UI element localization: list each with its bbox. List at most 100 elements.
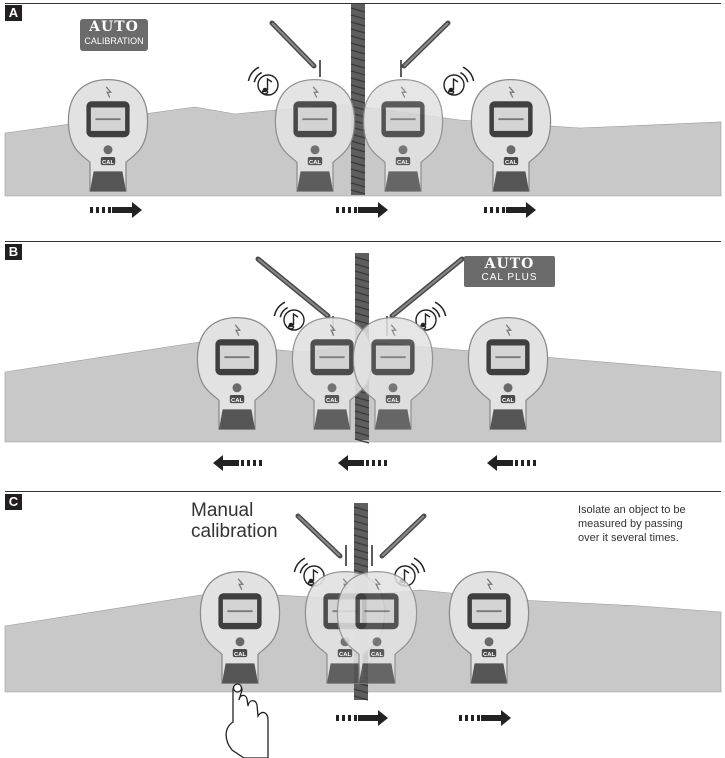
arrow-dash xyxy=(253,460,256,466)
cal-button xyxy=(337,649,353,658)
cal-button xyxy=(395,157,411,166)
arrow-dash xyxy=(108,207,111,213)
cal-button xyxy=(232,649,248,658)
arrow-dash xyxy=(521,460,524,466)
motion-arrow-icon xyxy=(484,202,536,218)
device-grip xyxy=(385,171,421,192)
arrow-dash xyxy=(502,207,505,213)
power-button xyxy=(103,145,113,155)
rebar-rib xyxy=(350,56,366,62)
arrow-shaft xyxy=(481,715,501,721)
logo-bolt-icon xyxy=(237,578,245,590)
power-button xyxy=(398,145,408,155)
note-head xyxy=(448,87,454,93)
rebar-rib xyxy=(350,147,366,153)
power-button xyxy=(310,145,320,155)
arrow-shaft xyxy=(221,460,239,466)
stud-finder-device: CAL xyxy=(467,316,549,430)
arrow-dash xyxy=(465,715,468,721)
cal-button xyxy=(100,157,116,166)
stud-finder-device: CAL xyxy=(362,78,444,192)
rebar-rib xyxy=(354,424,370,430)
arrow-head xyxy=(213,455,223,471)
power-button xyxy=(372,637,382,647)
sound-wave-icon xyxy=(413,557,426,573)
music-note-icon xyxy=(443,66,475,96)
note-line: measured by passing xyxy=(578,518,683,530)
arrow-dash xyxy=(342,207,345,213)
pencil-icon xyxy=(255,256,331,319)
rebar-rib xyxy=(353,695,369,701)
motion-arrow-icon xyxy=(487,455,536,471)
rebar-rib xyxy=(350,7,366,13)
device-grip xyxy=(375,409,411,430)
rebar-rib xyxy=(350,175,366,181)
motion-arrow-icon xyxy=(213,455,262,471)
arrow-dash xyxy=(354,715,357,721)
cal-button-label: CAL xyxy=(309,160,321,166)
rebar-rib xyxy=(350,161,366,167)
arrow-dash xyxy=(90,207,93,213)
panel-c-divider xyxy=(5,491,721,492)
rebar-rib xyxy=(354,277,370,283)
pencil-highlight xyxy=(271,22,315,67)
arrow-shaft xyxy=(358,715,378,721)
logo-bolt-icon xyxy=(400,86,408,98)
logo-bolt-icon xyxy=(505,324,513,336)
rebar-rib xyxy=(354,396,370,402)
pencil-icon xyxy=(389,256,465,319)
rebar-rib xyxy=(353,513,369,519)
cal-button-label: CAL xyxy=(102,160,114,166)
cal-button-label: CAL xyxy=(483,652,495,658)
cal-button-label: CAL xyxy=(339,652,351,658)
badge-auto-text: AUTO xyxy=(484,256,535,272)
arrow-dash xyxy=(336,715,339,721)
sound-wave-icon xyxy=(431,306,441,318)
rebar-rib xyxy=(350,63,366,69)
cal-button xyxy=(324,395,340,404)
arrow-dash xyxy=(459,715,462,721)
note-head xyxy=(288,322,294,328)
arrow-dash xyxy=(96,207,99,213)
device-grip xyxy=(314,409,350,430)
stud-finder-device: CAL xyxy=(199,570,281,684)
rebar-rib xyxy=(354,298,370,304)
arrow-dash xyxy=(496,207,499,213)
note-head xyxy=(308,578,314,584)
motion-arrow-icon xyxy=(459,710,511,726)
rebar-rib xyxy=(350,98,366,104)
panel-a-label: A xyxy=(5,5,22,21)
power-button xyxy=(235,637,245,647)
cal-button xyxy=(385,395,401,404)
power-button xyxy=(232,383,242,393)
device-grip xyxy=(219,409,255,430)
power-button xyxy=(506,145,516,155)
device-grip xyxy=(490,409,526,430)
stud-finder-device: CAL xyxy=(336,570,418,684)
power-button xyxy=(388,383,398,393)
rebar-rib xyxy=(350,91,366,97)
arrow-dash xyxy=(336,207,339,213)
device-grip xyxy=(90,171,126,192)
rebar-rib xyxy=(354,403,370,409)
pencil-highlight xyxy=(391,258,463,317)
rebar-rib xyxy=(353,541,369,547)
auto-calibration-badge: AUTO CALIBRATION xyxy=(80,19,148,51)
rebar-rib xyxy=(350,14,366,20)
arrow-head xyxy=(132,202,142,218)
sound-wave-icon xyxy=(273,301,286,317)
sound-wave-icon xyxy=(462,66,475,82)
rebar-rib xyxy=(354,291,370,297)
arrow-head xyxy=(378,710,388,726)
arrow-dash xyxy=(490,207,493,213)
rebar-rib xyxy=(354,284,370,290)
arrow-dash xyxy=(259,460,262,466)
sound-wave-icon xyxy=(293,557,306,573)
logo-bolt-icon xyxy=(312,86,320,98)
arrow-dash xyxy=(484,207,487,213)
rebar-rib xyxy=(354,263,370,269)
badge-calibration-text: CALIBRATION xyxy=(84,36,144,46)
stud-finder-device: CAL xyxy=(470,78,552,192)
pencil-icon xyxy=(379,513,427,559)
arrow-dash xyxy=(471,715,474,721)
